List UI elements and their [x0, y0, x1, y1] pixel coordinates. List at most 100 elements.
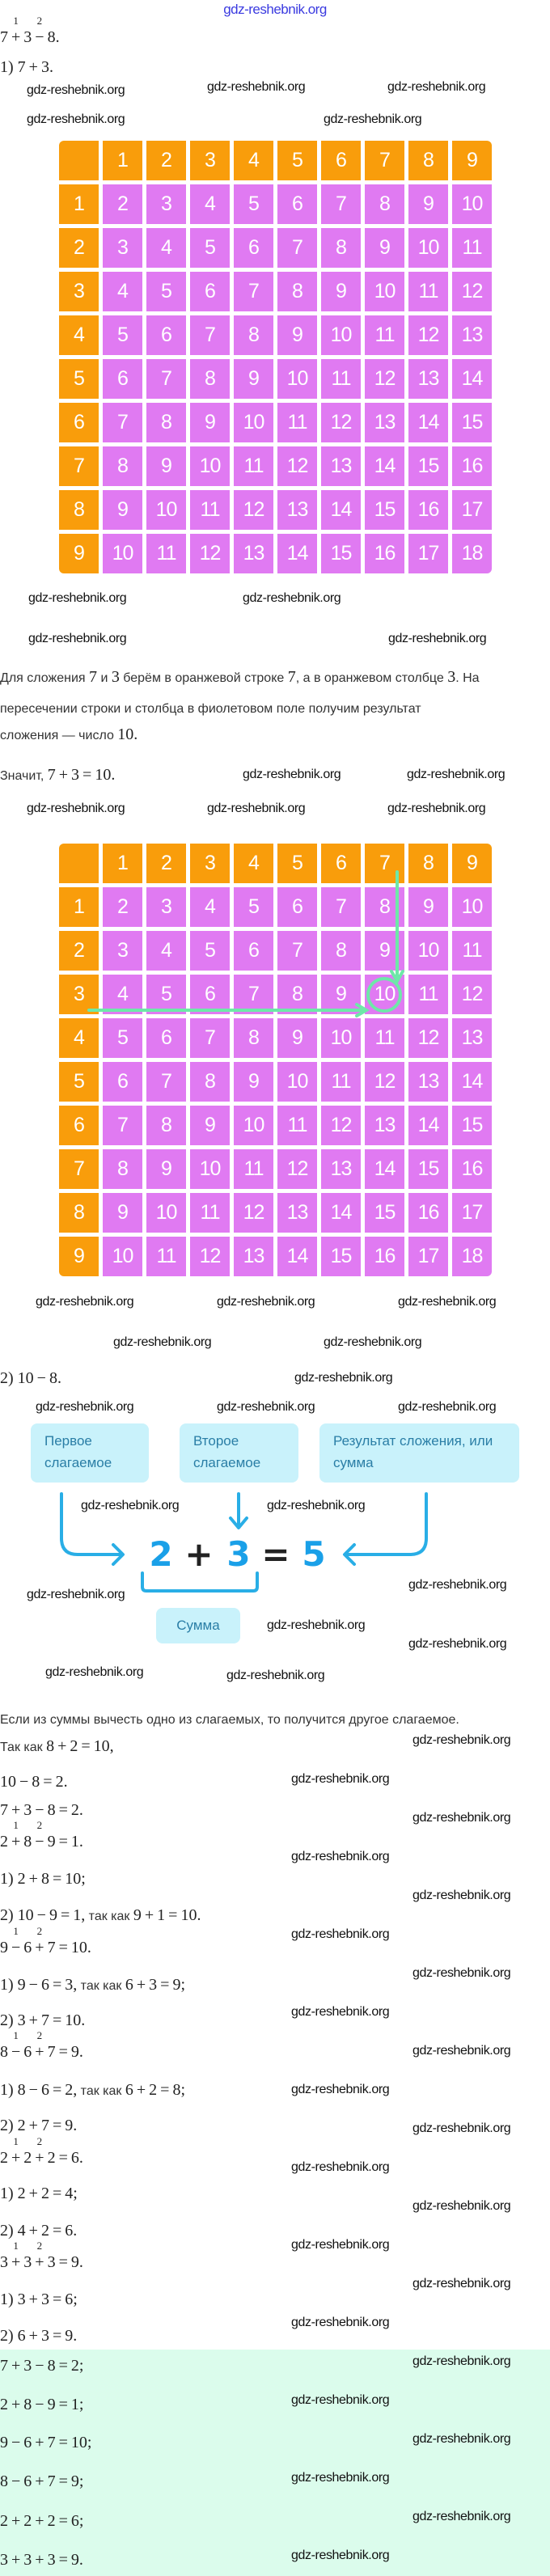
- math-text: 1) 7: [0, 58, 26, 76]
- watermark: gdz-reshebnik.org: [291, 2083, 390, 2096]
- operator-symbol: −: [36, 1369, 46, 1387]
- operator-symbol: −: [28, 1976, 38, 1994]
- operator-symbol: +: [35, 2472, 44, 2490]
- step-order-mark: 2: [36, 1925, 43, 1937]
- step-order-mark: 1: [13, 2029, 19, 2041]
- sum-cell: 16: [365, 1237, 404, 1276]
- math-text: 7: [89, 668, 97, 686]
- watermark: gdz-reshebnik.org: [291, 2393, 390, 2407]
- column-header-cell: 9: [452, 844, 492, 883]
- sum-cell: 15: [452, 1106, 492, 1145]
- watermark: gdz-reshebnik.org: [291, 2316, 390, 2329]
- math-text: 10.: [65, 2011, 86, 2029]
- operator-symbol: =: [60, 1906, 70, 1924]
- operator-symbol: +: [28, 2290, 38, 2308]
- row-header-cell: 6: [59, 403, 99, 442]
- math-text: 6: [23, 2434, 32, 2451]
- operator: +: [59, 765, 68, 785]
- operator: −: [19, 1772, 28, 1791]
- math-text: 9: [49, 1906, 57, 1924]
- watermark: gdz-reshebnik.org: [412, 2199, 511, 2213]
- operator-symbol: =: [160, 2081, 170, 2099]
- sum-cell: 18: [452, 1237, 492, 1276]
- watermark: gdz-reshebnik.org: [387, 80, 486, 94]
- operator: =: [59, 2148, 68, 2168]
- operator-symbol: =: [58, 2512, 68, 2530]
- sum-cell: 6: [146, 315, 186, 355]
- sum-cell: 11: [234, 446, 273, 486]
- sum-cell: 12: [277, 446, 317, 486]
- text: Так как: [0, 1741, 47, 1754]
- math-text: 1) 2: [0, 2185, 26, 2202]
- operator-symbol: =: [58, 2253, 68, 2271]
- sum-cell: 11: [146, 534, 186, 573]
- operator: −1: [11, 1926, 20, 1957]
- operator-symbol: −: [11, 2472, 21, 2490]
- sum-cell: 9: [365, 228, 404, 268]
- sum-cell: 8: [146, 403, 186, 442]
- text-line: Так как 8+2=10,: [0, 1736, 114, 1756]
- operator-symbol: +: [11, 2396, 21, 2413]
- operator-symbol: +: [35, 2149, 44, 2167]
- sum-cell: 10: [365, 272, 404, 311]
- math-text: 3: [23, 2551, 32, 2569]
- operator: =: [53, 2326, 61, 2345]
- step-order-mark: 2: [36, 2240, 43, 2252]
- math-text: 10.: [70, 1939, 91, 1956]
- operator: =: [59, 2511, 68, 2531]
- math-text: 2) 4: [0, 2222, 26, 2240]
- operator: −: [29, 2080, 38, 2100]
- column-header-cell: 4: [234, 844, 273, 883]
- sum-cell: 12: [321, 1106, 361, 1145]
- sum-cell: 7: [321, 184, 361, 224]
- math-text: 10.: [117, 725, 138, 743]
- row-header-cell: 4: [59, 1018, 99, 1058]
- math-text: 6: [23, 1939, 32, 1956]
- column-header-cell: 2: [146, 141, 186, 180]
- operator: −: [29, 1975, 38, 1994]
- math-text: 9: [0, 2434, 8, 2451]
- math-text: 8: [23, 2396, 32, 2413]
- operator-symbol: −: [36, 1906, 46, 1924]
- second-addend-label: Второе слагаемое: [180, 1423, 298, 1483]
- sum-cell: 9: [321, 272, 361, 311]
- column-header-cell: 7: [365, 141, 404, 180]
- text: пересечении строки и столбца в фиолетово…: [0, 702, 421, 716]
- sum-cell: 5: [190, 228, 230, 268]
- column-header-cell: 6: [321, 141, 361, 180]
- math-text: 7: [47, 766, 56, 784]
- math-text: 2) 10: [0, 1369, 34, 1387]
- operator: +2: [35, 1926, 44, 1957]
- sum-cell: 9: [234, 359, 273, 399]
- sum-cell: 8: [234, 315, 273, 355]
- column-header-cell: 6: [321, 844, 361, 883]
- sum-cell: 6: [190, 272, 230, 311]
- column-header-cell: 3: [190, 844, 230, 883]
- sum-cell: 9: [277, 1018, 317, 1058]
- text: так как: [77, 1979, 125, 1993]
- operator-symbol: =: [58, 2149, 68, 2167]
- operator-symbol: −: [35, 2357, 44, 2375]
- sum-cell: 9: [234, 1062, 273, 1102]
- operator-symbol: +: [136, 2081, 146, 2099]
- sum-cell: 15: [408, 1149, 448, 1189]
- math-text: 6: [23, 2043, 32, 2061]
- sum-cell: 8: [103, 446, 142, 486]
- sum-cell: 13: [321, 1149, 361, 1189]
- math-text: 1) 9: [0, 1976, 26, 1994]
- site-logo[interactable]: gdz-reshebnik.org: [223, 2, 327, 17]
- math-text: 2,: [65, 2081, 78, 2099]
- operator-symbol: +: [28, 1870, 38, 1888]
- text-line: 7+3−8=2.: [0, 1800, 83, 1820]
- operator: =: [59, 2356, 68, 2375]
- operator: =: [160, 1975, 169, 1994]
- operator: =: [168, 1906, 177, 1925]
- sum-cell: 7: [190, 315, 230, 355]
- sum-cell: 9: [408, 184, 448, 224]
- text-line: 2) 4+2=6.: [0, 2221, 77, 2240]
- operator: =: [59, 1938, 68, 1957]
- math-text: 2: [47, 2512, 56, 2530]
- row-header-cell: 2: [59, 228, 99, 268]
- text: так как: [85, 1910, 133, 1923]
- watermark: gdz-reshebnik.org: [291, 2160, 390, 2174]
